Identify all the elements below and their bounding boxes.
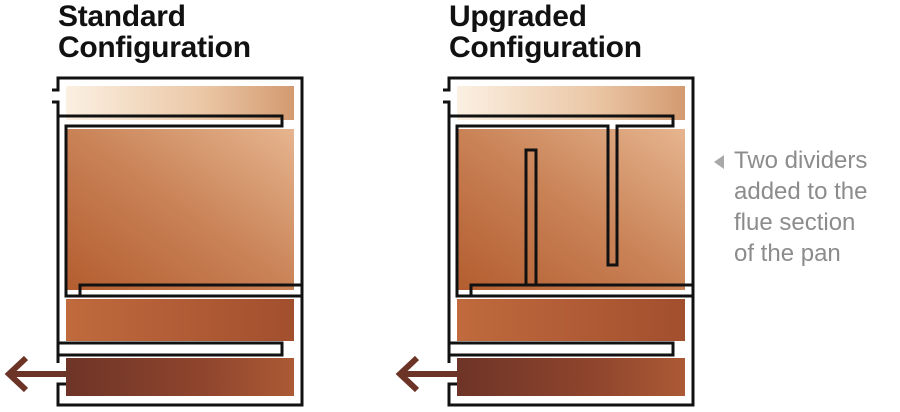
annotation-line: Two dividers xyxy=(734,147,868,174)
title-line-2: Configuration xyxy=(58,31,251,64)
top-section xyxy=(66,86,294,120)
divider-top xyxy=(58,114,302,298)
pan-outline xyxy=(52,76,304,407)
pan-outline-left-lower xyxy=(52,100,60,363)
title-line-2: Configuration xyxy=(449,31,642,64)
middle-section xyxy=(457,299,685,341)
added-divider xyxy=(524,148,538,285)
outlet-arrow xyxy=(4,355,66,393)
title-line-1: Upgraded xyxy=(449,0,587,33)
top-section xyxy=(457,86,685,120)
triangle-pointer-icon xyxy=(714,155,724,169)
divider-bottom xyxy=(58,341,284,357)
annotation-line: added to the xyxy=(734,178,868,205)
middle-section xyxy=(66,299,294,341)
flue-section xyxy=(457,129,685,290)
upgraded-configuration-title: Upgraded Configuration xyxy=(449,1,642,63)
standard-configuration-title: Standard Configuration xyxy=(58,1,251,63)
annotation-line: of the pan xyxy=(734,240,841,267)
annotation-text: Two dividers added to the flue section o… xyxy=(734,145,867,269)
title-line-1: Standard xyxy=(58,0,186,33)
pan-outline xyxy=(443,76,695,407)
standard-pan xyxy=(4,76,304,407)
divider-middle xyxy=(78,283,302,296)
bottom-section xyxy=(457,358,685,396)
pan-outline-left-lower xyxy=(443,100,451,363)
flue-section xyxy=(66,129,294,290)
annotation-line: flue section xyxy=(734,209,856,236)
bottom-section xyxy=(66,358,294,396)
upgraded-pan xyxy=(395,76,695,407)
divider-bottom xyxy=(449,341,675,357)
outlet-arrow xyxy=(395,355,457,393)
divider-annotation: Two dividers added to the flue section o… xyxy=(714,145,867,269)
divider-middle xyxy=(469,283,693,296)
divider-top xyxy=(449,114,693,298)
